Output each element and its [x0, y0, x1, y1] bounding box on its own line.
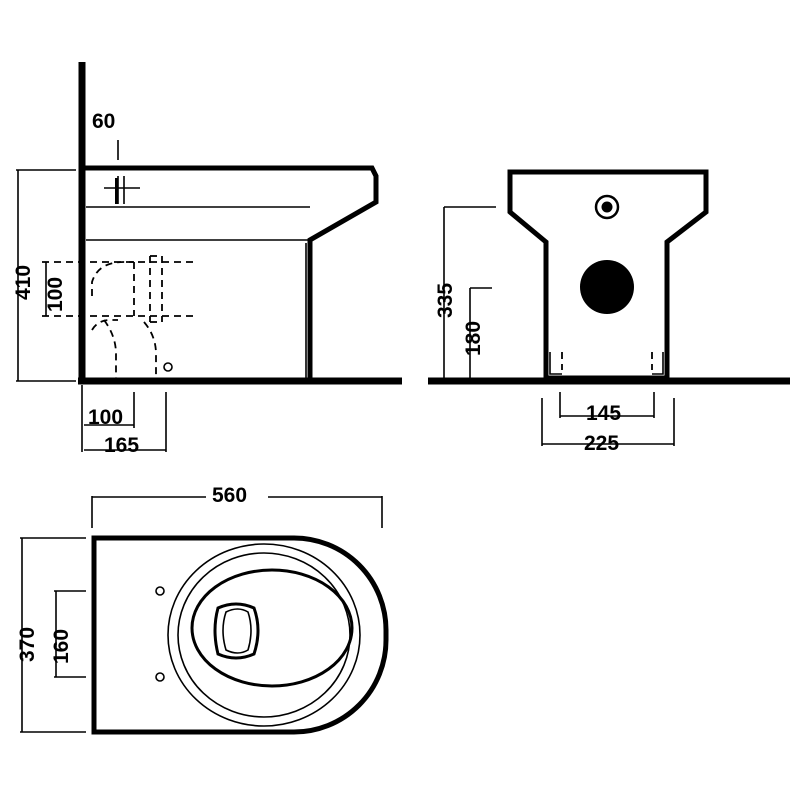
dim-front-outlet-height-label: 180	[462, 321, 485, 356]
fixing-left	[549, 352, 562, 375]
dim-seat-hole-spacing-label: 160	[50, 629, 73, 664]
dim-outlet-offset-label: 100	[88, 406, 123, 429]
dim-inlet-height-label: 335	[434, 283, 457, 318]
side-body-outline	[85, 165, 379, 378]
dim-outlet-depth-label: 165	[104, 434, 139, 457]
dim-outlet-height-label: 100	[44, 277, 67, 312]
drain-point	[163, 362, 173, 372]
dim-length-label: 560	[212, 484, 247, 507]
front-view: 335 180 145 225	[428, 169, 790, 455]
dim-width-label: 370	[16, 627, 39, 662]
dim-outer-fixing-label: 225	[584, 432, 619, 455]
bowl-rim-outer	[167, 543, 361, 727]
dim-inner-fixing-label: 145	[586, 402, 621, 425]
seat-hole-bottom	[155, 672, 165, 682]
dim-pipe-width-label: 60	[92, 110, 115, 133]
dim-inlet-height: 335	[434, 206, 496, 381]
top-body-outline	[91, 535, 389, 735]
bowl-rim-inner	[177, 552, 351, 718]
top-view: 560 370 160	[16, 482, 389, 735]
dim-width: 370	[16, 537, 86, 733]
dim-seat-hole-spacing: 160	[50, 590, 86, 678]
bowl-well	[213, 602, 260, 660]
side-view: 60 410 100 100 165	[12, 62, 402, 457]
dim-outlet-height-front: 180	[462, 287, 492, 381]
dim-outlet-height: 100	[44, 262, 67, 316]
dim-total-height: 410	[12, 169, 76, 382]
front-body-outline	[507, 169, 709, 381]
fixing-right	[652, 352, 664, 375]
seat-hole-top	[155, 586, 165, 596]
hidden-outlet	[42, 255, 194, 378]
dim-total-height-label: 410	[12, 265, 35, 300]
inlet-ring	[594, 194, 620, 220]
bowl-opening	[190, 568, 354, 688]
dim-outlet-horizontal: 100 165	[81, 385, 167, 457]
outlet-circle	[580, 260, 634, 314]
dim-length: 560	[91, 482, 383, 528]
inlet-core	[601, 201, 613, 213]
dim-pipe-width: 60	[92, 110, 119, 160]
inlet-fitting	[104, 176, 140, 204]
dim-fixing-centres: 145 225	[541, 392, 675, 455]
